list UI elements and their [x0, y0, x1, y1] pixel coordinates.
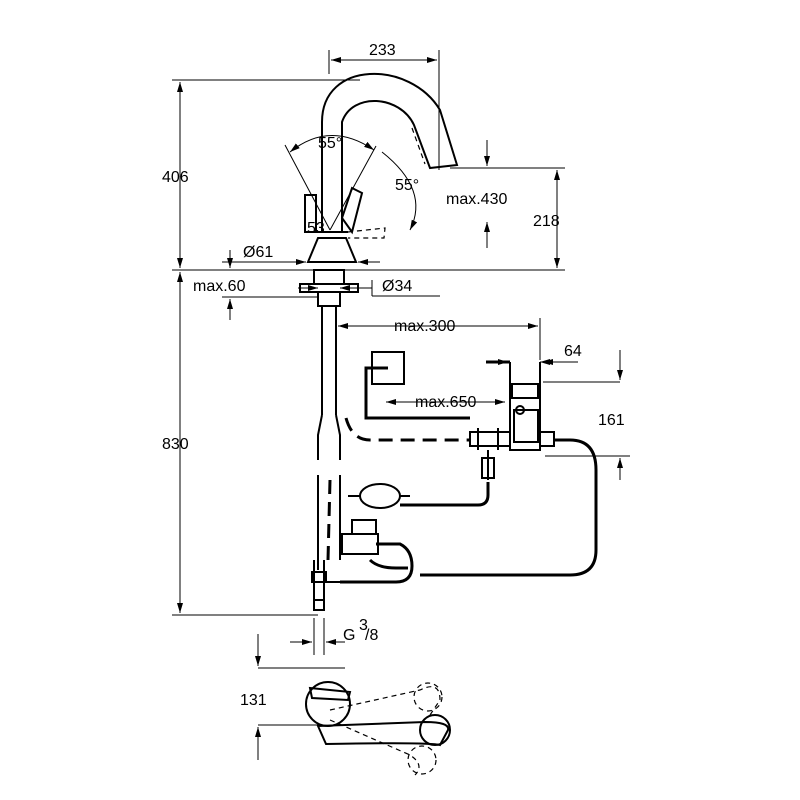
label-g-denominator: /8 — [365, 627, 378, 644]
dimension-218: max.430 218 — [446, 140, 565, 268]
dimension-64: 64 — [543, 343, 623, 383]
lever-handle — [284, 135, 418, 239]
control-unit — [486, 359, 565, 451]
label-max300: max.300 — [394, 318, 455, 335]
dimension-161: 161 — [545, 412, 630, 480]
label-218: 218 — [533, 213, 560, 230]
mixing-valve — [339, 483, 414, 584]
label-64: 64 — [564, 343, 582, 360]
faucet-spout — [306, 72, 459, 263]
label-55-top: 55° — [318, 135, 342, 152]
label-g: G — [343, 627, 355, 644]
connection-hoses — [326, 417, 598, 577]
label-131: 131 — [240, 692, 267, 709]
label-max430: max.430 — [446, 191, 507, 208]
label-max60: max.60 — [193, 278, 246, 295]
dimension-233: 233 — [328, 42, 440, 170]
dimension-g38: G 3 /8 — [290, 617, 378, 655]
label-406: 406 — [162, 169, 189, 186]
label-g-numerator: 3 — [359, 617, 368, 634]
label-830: 830 — [162, 436, 189, 453]
bottom-connectors — [311, 571, 350, 611]
dimension-131: 131 — [240, 634, 345, 760]
dimension-max300: max.300 — [338, 318, 541, 360]
label-233: 233 — [369, 42, 396, 59]
dimension-d61: Ø61 — [222, 244, 380, 265]
sensor-cable — [364, 366, 470, 420]
dimension-d34: Ø34 — [298, 278, 440, 297]
dimension-max650: max.650 — [386, 394, 505, 411]
sensor-box — [364, 351, 470, 420]
dimension-406: 406 — [162, 79, 360, 271]
label-max650: max.650 — [415, 394, 476, 411]
supply-hoses — [313, 320, 341, 600]
dimension-830: 830 — [162, 272, 318, 616]
label-53: 53 — [307, 220, 325, 237]
label-161: 161 — [598, 412, 625, 429]
mounting-shank — [299, 269, 359, 320]
label-d34: Ø34 — [382, 278, 412, 295]
dimension-max60: max.60 — [193, 250, 318, 320]
label-55-side: 55° — [395, 177, 419, 194]
faucet-top-view — [305, 681, 451, 776]
faucet-top-view-swing-positions — [329, 682, 443, 776]
label-d61: Ø61 — [243, 244, 273, 261]
